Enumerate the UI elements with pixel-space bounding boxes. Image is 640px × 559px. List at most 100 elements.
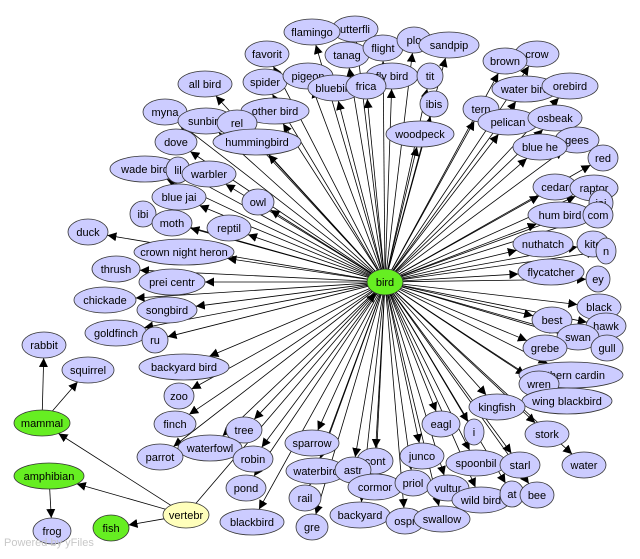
node-orebird[interactable]: orebird <box>541 72 599 100</box>
node-ey[interactable]: ey <box>585 265 611 293</box>
node-zoo[interactable]: zoo <box>163 382 195 410</box>
node-backyard-bird[interactable]: backyard bird <box>138 353 230 381</box>
node-best[interactable]: best <box>531 306 573 334</box>
node-shape <box>595 237 617 265</box>
node-tit[interactable]: tit <box>416 62 444 90</box>
node-woodpeck[interactable]: woodpeck <box>385 120 455 148</box>
node-fish[interactable]: fish <box>92 514 130 542</box>
node-grebe[interactable]: grebe <box>522 334 568 362</box>
node-label: cedar <box>541 182 569 194</box>
node-other-bird[interactable]: other bird <box>240 97 310 125</box>
node-shape <box>582 201 614 229</box>
node-priol[interactable]: priol <box>394 469 432 497</box>
node-waterfowl[interactable]: waterfowl <box>177 434 243 462</box>
node-label: warbler <box>190 169 227 181</box>
node-flycatcher[interactable]: flycatcher <box>517 258 585 286</box>
node-hummingbird[interactable]: hummingbird <box>212 128 302 156</box>
node-tree[interactable]: tree <box>225 416 263 444</box>
node-rosbeak[interactable]: osbeak <box>527 104 583 132</box>
node-butterfly[interactable]: utterfli <box>331 15 379 43</box>
node-cormor[interactable]: cormor <box>347 473 403 501</box>
edge-bird-to-parrot <box>173 291 374 447</box>
node-bee[interactable]: bee <box>519 481 555 509</box>
node-label: plo <box>407 35 422 47</box>
node-rabbit[interactable]: rabbit <box>21 331 67 359</box>
node-nuthatch[interactable]: nuthatch <box>512 230 574 258</box>
node-myna[interactable]: myna <box>142 98 188 126</box>
node-shape <box>413 505 471 533</box>
node-prei-centr[interactable]: prei centr <box>138 268 206 296</box>
node-sandpip[interactable]: sandpip <box>418 31 480 59</box>
node-all-bird[interactable]: all bird <box>177 70 233 98</box>
node-duck[interactable]: duck <box>67 218 109 246</box>
node-reptil[interactable]: reptil <box>206 214 252 242</box>
node-favorit[interactable]: favorit <box>244 40 290 68</box>
node-stork[interactable]: stork <box>524 420 570 448</box>
node-frog[interactable]: frog <box>32 517 72 545</box>
node-waterbird[interactable]: waterbird <box>285 457 347 485</box>
node-gre[interactable]: gre <box>295 513 329 541</box>
node-spider[interactable]: spider <box>242 68 288 96</box>
node-africa[interactable]: frica <box>345 72 387 100</box>
node-swan[interactable]: swan <box>556 323 600 351</box>
node-ibis[interactable]: ibis <box>419 90 449 118</box>
node-crown-night-heron[interactable]: crown night heron <box>133 238 235 266</box>
node-squirrel[interactable]: squirrel <box>61 356 115 384</box>
node-wade-bird[interactable]: wade bird <box>109 155 181 183</box>
node-tanag[interactable]: tanag <box>324 41 370 69</box>
node-blue-jai[interactable]: blue jai <box>151 183 207 211</box>
node-goldfinch[interactable]: goldfinch <box>84 319 148 347</box>
node-mammal[interactable]: mammal <box>13 409 71 437</box>
node-pond[interactable]: pond <box>225 474 267 502</box>
node-robin[interactable]: robin <box>232 445 274 473</box>
node-n-node[interactable]: n <box>595 237 617 265</box>
node-shape <box>232 445 274 473</box>
node-moth[interactable]: moth <box>151 209 193 237</box>
edge-bird-to-junco <box>387 294 422 444</box>
node-ibi[interactable]: ibi <box>129 200 157 228</box>
node-com[interactable]: com <box>582 201 614 229</box>
node-brown[interactable]: brown <box>482 47 528 75</box>
node-label: robin <box>241 454 265 466</box>
node-bird[interactable]: bird <box>366 268 404 296</box>
node-blackbird[interactable]: blackbird <box>219 508 285 536</box>
node-swallow[interactable]: swallow <box>413 505 471 533</box>
node-pelican[interactable]: pelican <box>477 108 539 136</box>
node-songbird[interactable]: songbird <box>136 296 198 324</box>
node-amphibian[interactable]: amphibian <box>13 462 85 490</box>
node-rail[interactable]: rail <box>288 484 322 512</box>
node-water-bird[interactable]: water bird <box>491 75 559 103</box>
node-finch[interactable]: finch <box>153 410 197 438</box>
node-vertebr[interactable]: vertebr <box>162 501 210 529</box>
node-flamingo[interactable]: flamingo <box>283 18 341 46</box>
node-spoonbil[interactable]: spoonbil <box>445 449 507 477</box>
node-wing-blackbird[interactable]: wing blackbird <box>521 387 613 415</box>
node-sparrow[interactable]: sparrow <box>284 429 340 457</box>
node-label: com <box>588 210 609 222</box>
node-warbler[interactable]: warbler <box>181 160 237 188</box>
node-eagl[interactable]: eagl <box>421 410 461 438</box>
node-junco[interactable]: junco <box>399 442 445 470</box>
node-starl[interactable]: starl <box>499 451 541 479</box>
node-at[interactable]: at <box>499 480 525 508</box>
node-gull[interactable]: gull <box>590 334 624 362</box>
node-hum-bird[interactable]: hum bird <box>527 201 593 229</box>
node-flight[interactable]: flight <box>362 34 404 62</box>
node-chickade[interactable]: chickade <box>73 286 137 314</box>
node-owl[interactable]: owl <box>241 188 275 216</box>
node-shape <box>91 255 141 283</box>
node-thrush[interactable]: thrush <box>91 255 141 283</box>
node-red[interactable]: red <box>587 144 619 172</box>
node-blue-he[interactable]: blue he <box>512 133 568 161</box>
edge-bird-to-reptil <box>247 233 369 277</box>
node-kingfish[interactable]: kingfish <box>468 393 526 421</box>
node-dove[interactable]: dove <box>154 128 198 156</box>
node-ru[interactable]: ru <box>141 326 169 354</box>
node-i-node[interactable]: i <box>463 418 485 446</box>
node-backyard[interactable]: backyard <box>329 501 391 529</box>
node-parrot[interactable]: parrot <box>136 443 184 471</box>
node-water[interactable]: water <box>561 451 607 479</box>
